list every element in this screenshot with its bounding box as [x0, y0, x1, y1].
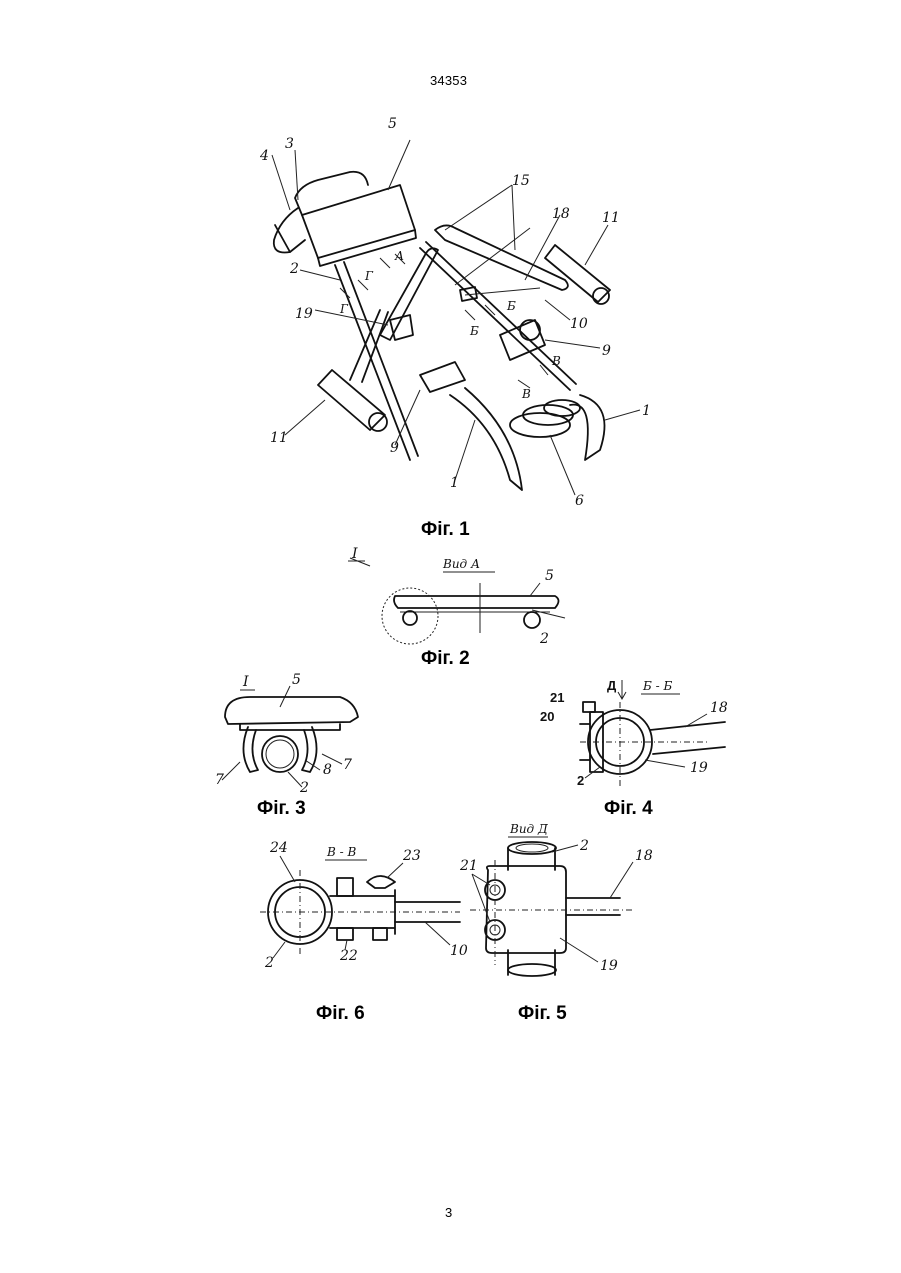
- fig1-label-5: 5: [388, 116, 397, 132]
- figure-2-drawing: I Вид А 5 2: [340, 548, 570, 648]
- figure-6-drawing: В - В 24 23 2 22 10: [255, 830, 470, 980]
- fig1-mark-G1: Г: [364, 269, 374, 283]
- fig2-detail-mark: I: [351, 546, 358, 562]
- fig6-label-23: 23: [402, 848, 421, 864]
- fig1-label-9b: 9: [390, 440, 399, 456]
- fig1-label-18: 18: [552, 206, 570, 222]
- fig5-label-19: 19: [600, 958, 618, 974]
- fig1-label-19: 19: [295, 306, 313, 322]
- figure-1-drawing: 5 3 4 15 18 11 2 19 10 9 1 11 9 1 6 А Г …: [240, 130, 660, 515]
- page-number: 3: [445, 1205, 452, 1220]
- fig3-label-5: 5: [292, 672, 301, 688]
- fig1-label-4: 4: [259, 148, 269, 164]
- fig6-label-24: 24: [269, 840, 288, 856]
- fig3-label-8: 8: [323, 762, 332, 778]
- fig1-label-11b: 11: [270, 430, 288, 446]
- fig2-title: Вид А: [442, 557, 480, 571]
- fig4-label-2: 2: [577, 773, 584, 788]
- fig2-label-5: 5: [545, 568, 554, 584]
- fig1-mark-G2: Г: [339, 302, 349, 316]
- fig3-caption: Фіг. 3: [257, 798, 306, 820]
- fig5-label-18: 18: [635, 848, 653, 864]
- fig5-title: Вид Д: [509, 822, 548, 836]
- fig5-label-21: 21: [459, 858, 478, 874]
- fig1-caption: Фіг. 1: [421, 519, 470, 541]
- fig1-mark-A: А: [394, 249, 404, 263]
- fig6-title: В - В: [326, 845, 357, 859]
- fig1-label-9a: 9: [602, 343, 611, 359]
- fig3-label-2: 2: [299, 780, 309, 796]
- figure-3-drawing: I 5 7 7 8 2: [210, 672, 370, 797]
- fig4-title: Б - Б: [642, 679, 673, 693]
- fig1-label-3: 3: [285, 136, 294, 152]
- fig4-label-21: 21: [550, 690, 564, 705]
- fig4-label-19: 19: [690, 760, 708, 776]
- figure-5-drawing: Вид Д 2 18 21 19: [460, 820, 660, 980]
- fig3-title: I: [242, 674, 249, 690]
- figure-4-drawing: Д Б - Б 21 20 18 19 2: [535, 672, 735, 797]
- fig4-label-20: 20: [540, 709, 554, 724]
- fig2-caption: Фіг. 2: [421, 648, 470, 670]
- fig1-label-1b: 1: [450, 475, 459, 491]
- fig1-mark-V2: В: [521, 387, 531, 401]
- fig1-label-2: 2: [289, 261, 299, 277]
- fig5-caption: Фіг. 5: [518, 1003, 567, 1025]
- fig4-label-18: 18: [710, 700, 728, 716]
- fig1-label-15: 15: [512, 173, 530, 189]
- fig6-caption: Фіг. 6: [316, 1003, 365, 1025]
- fig1-mark-V1: В: [551, 354, 561, 368]
- fig4-caption: Фіг. 4: [604, 798, 653, 820]
- fig5-label-2: 2: [579, 838, 589, 854]
- fig1-mark-B2: Б: [469, 324, 479, 338]
- fig3-label-7b: 7: [343, 757, 352, 773]
- fig1-label-6: 6: [575, 493, 584, 509]
- fig6-label-22: 22: [339, 948, 358, 964]
- fig6-label-2: 2: [264, 955, 274, 971]
- fig2-label-2: 2: [539, 631, 549, 647]
- fig1-label-1a: 1: [642, 403, 651, 419]
- fig1-mark-B1: Б: [506, 299, 516, 313]
- fig1-label-10: 10: [570, 316, 588, 332]
- patent-number: 34353: [430, 73, 467, 88]
- fig4-view-mark: Д: [607, 678, 617, 693]
- fig1-label-11a: 11: [602, 210, 620, 226]
